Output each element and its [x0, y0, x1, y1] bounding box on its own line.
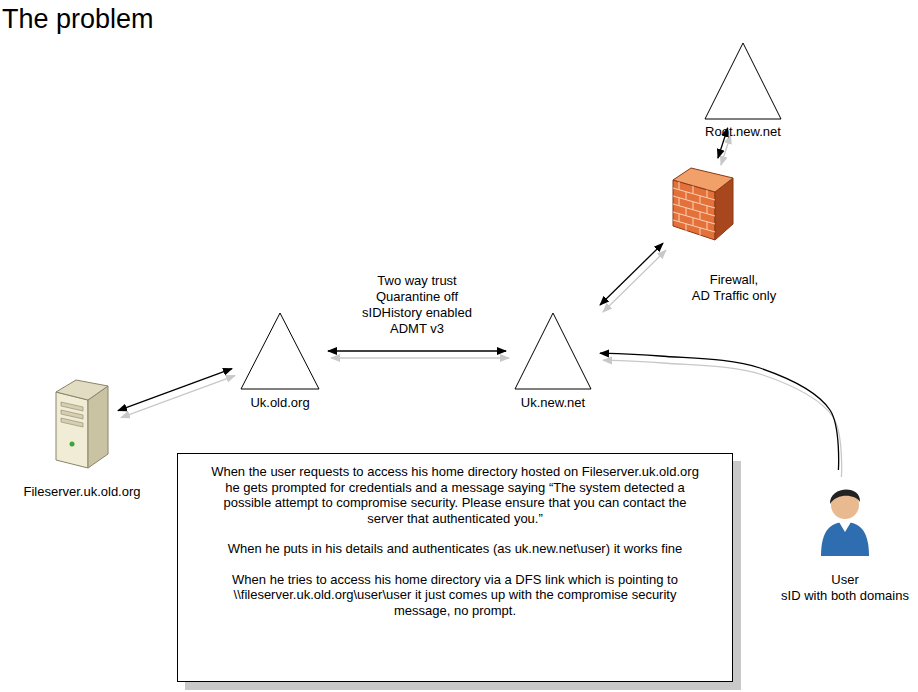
brick-joint [706, 206, 707, 214]
drive-bay [61, 410, 83, 419]
connector-shadow [721, 135, 731, 165]
page-title: The problem [2, 4, 154, 35]
triangle [515, 313, 591, 389]
connector-line [328, 350, 506, 351]
brick-joint [692, 218, 693, 226]
connector [600, 243, 666, 312]
brick-joint [699, 196, 700, 204]
triangle [241, 313, 319, 389]
brick-joint [678, 198, 679, 206]
node-label: Uk.new.net [521, 395, 585, 411]
brick-joint [685, 192, 686, 200]
user-body [821, 522, 869, 556]
user-hair [830, 489, 860, 504]
brick-joint [706, 222, 707, 230]
firewall-node: Firewall,AD Traffic only [692, 166, 776, 304]
server-front [56, 392, 88, 468]
node-label: AD Traffic only [692, 288, 776, 304]
triangle [705, 43, 781, 119]
edge-label: Two way trust Quarantine off sIDHistory … [352, 273, 482, 337]
power-light [70, 442, 75, 447]
user-node: UsersID with both domains [781, 478, 909, 604]
connector-line [118, 369, 232, 411]
firewall-icon [671, 166, 735, 242]
domain-triangle: Root.new.net [704, 42, 782, 140]
node-label: sID with both domains [781, 588, 909, 604]
drive-bay [61, 418, 83, 427]
brick-joint [678, 214, 679, 222]
domain-triangle: Uk.old.org [240, 312, 320, 411]
brick-joint [699, 212, 700, 220]
brick-joint [706, 190, 707, 198]
brick-joint [692, 202, 693, 210]
note-paragraph: When he puts in his details and authenti… [204, 541, 706, 557]
connector [328, 351, 509, 358]
connector [118, 369, 235, 418]
node-label: Firewall, [710, 272, 758, 288]
domain-triangle-outline [704, 42, 782, 120]
connector-shadow [121, 376, 235, 418]
user-collar [839, 522, 851, 532]
domain-triangle-outline [240, 312, 320, 390]
brick-joint [692, 186, 693, 194]
note-paragraph: When the user requests to access his hom… [204, 464, 706, 526]
connector-shadow [603, 250, 666, 312]
server-icon [54, 378, 110, 470]
brick-joint [685, 208, 686, 216]
domain-triangle: Uk.new.net [514, 312, 592, 411]
server-top [56, 380, 108, 400]
connector-shadow [331, 357, 509, 358]
brick-joint [685, 224, 686, 232]
connector-line [600, 243, 663, 305]
node-label: Uk.old.org [250, 395, 309, 411]
brick-joint [699, 228, 700, 236]
drive-bay [61, 402, 83, 411]
node-label: User [831, 572, 858, 588]
brick-joint [678, 182, 679, 190]
domain-triangle-outline [514, 312, 592, 390]
node-label: Root.new.net [705, 124, 781, 140]
wall-top [673, 168, 733, 192]
note-paragraph: When he tries to access his home directo… [204, 572, 706, 619]
brick-joint [673, 220, 715, 232]
note-box: When the user requests to access his hom… [177, 453, 733, 682]
server-node: Fileserver.uk.old.org [23, 378, 140, 500]
user-icon [817, 478, 873, 556]
node-label: Fileserver.uk.old.org [23, 484, 140, 500]
